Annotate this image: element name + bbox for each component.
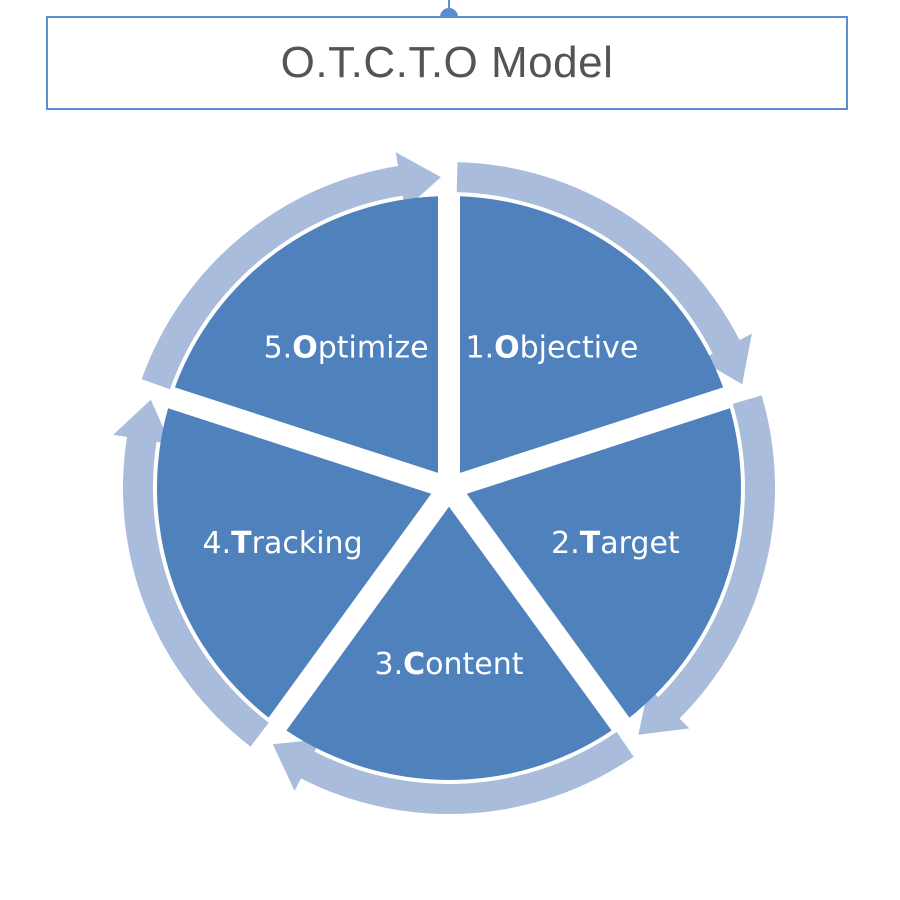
cycle-arrow-4 bbox=[113, 399, 269, 747]
segment-initial: T bbox=[231, 526, 252, 561]
segment-rest: bjective bbox=[520, 330, 639, 365]
cycle-labels: 1.Objective2.Target3.Content4.Tracking5.… bbox=[203, 330, 680, 682]
segment-number: 3. bbox=[374, 647, 403, 682]
segment-rest: ptimize bbox=[318, 330, 429, 365]
segment-label-1: 1.Objective bbox=[466, 330, 639, 365]
segment-number: 2. bbox=[551, 526, 580, 561]
cycle-segment-2 bbox=[466, 408, 741, 718]
segment-initial: T bbox=[580, 526, 601, 561]
cycle-arrow-2 bbox=[638, 395, 776, 735]
segment-label-2: 2.Target bbox=[551, 526, 680, 561]
cycle-arrows bbox=[113, 152, 776, 815]
segment-label-4: 4.Tracking bbox=[203, 526, 363, 561]
segment-number: 1. bbox=[466, 330, 495, 365]
cycle-segment-5 bbox=[174, 196, 438, 473]
segment-rest: racking bbox=[252, 526, 363, 561]
cycle-segments bbox=[157, 196, 741, 780]
diagram-title: O.T.C.T.O Model bbox=[280, 38, 614, 87]
cycle-arrow-5 bbox=[141, 152, 441, 390]
segment-initial: O bbox=[494, 330, 520, 365]
segment-rest: ontent bbox=[425, 647, 524, 682]
cycle-arrow-1 bbox=[456, 162, 752, 385]
cycle-segment-3 bbox=[286, 506, 612, 780]
cycle-segment-4 bbox=[157, 408, 432, 718]
segment-label-5: 5.Optimize bbox=[264, 330, 429, 365]
segment-rest: arget bbox=[600, 526, 680, 561]
segment-number: 4. bbox=[203, 526, 232, 561]
segment-number: 5. bbox=[264, 330, 293, 365]
segment-initial: O bbox=[292, 330, 318, 365]
segment-initial: C bbox=[403, 647, 425, 682]
title-box: O.T.C.T.O Model bbox=[46, 16, 848, 110]
cycle-arrow-3 bbox=[272, 731, 634, 815]
cycle-segment-1 bbox=[460, 196, 724, 473]
segment-label-3: 3.Content bbox=[374, 647, 523, 682]
